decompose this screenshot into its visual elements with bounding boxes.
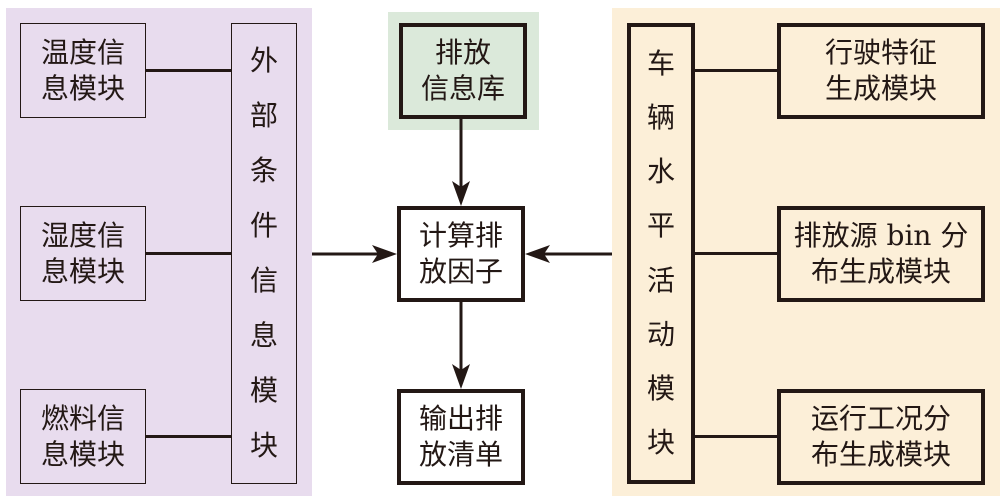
agg-right-char: 块 [646,425,675,459]
humidity-module-line1: 湿度信 [40,218,125,252]
connector-fuel [146,435,231,438]
humidity-module-line2: 息模块 [40,254,125,288]
external-conditions-info-module: 外 部 条 件 信 息 模 块 [231,23,297,484]
fuel-module-line1: 燃料信 [40,401,125,435]
connector-humidity [146,252,231,255]
connector-driving [695,69,777,72]
bin-line1: 排放源 bin 分 [793,219,969,252]
agg-right-char: 辆 [646,101,675,135]
agg-left-char: 信 [249,263,278,297]
agg-right-char: 活 [646,263,675,297]
emission-bin-distribution-module: 排放源 bin 分 布生成模块 [777,206,985,302]
agg-right-char: 水 [646,155,675,189]
agg-left-char: 息 [249,318,278,352]
humidity-info-module: 湿度信 息模块 [20,206,146,301]
driving-line2: 生成模块 [824,72,937,105]
opmode-line2: 布生成模块 [810,438,951,471]
agg-right-char: 平 [646,209,675,243]
calculate-emission-factor: 计算排 放因子 [397,206,525,302]
calc-line2: 放因子 [418,255,503,288]
operating-mode-distribution-module: 运行工况分 布生成模块 [777,389,985,485]
agg-left-char: 部 [249,99,278,133]
output-line2: 放清单 [418,438,503,471]
fuel-module-line2: 息模块 [40,437,125,471]
agg-right-char: 车 [646,47,675,81]
fuel-info-module: 燃料信 息模块 [20,389,146,484]
agg-left-char: 块 [249,428,278,462]
temperature-module-line2: 息模块 [40,71,125,105]
connector-opmode [695,435,777,438]
temperature-module-line1: 温度信 [40,35,125,69]
opmode-line1: 运行工况分 [810,402,951,435]
temperature-info-module: 温度信 息模块 [20,23,146,118]
bin-line2: 布生成模块 [810,255,951,288]
arrow-right-to-calc [525,245,612,263]
calc-line1: 计算排 [418,219,503,252]
arrow-left-to-calc [312,245,397,263]
database-line2: 信息库 [420,72,505,105]
arrow-database-to-calc [452,119,470,206]
driving-characteristics-module: 行驶特征 生成模块 [777,23,985,119]
agg-left-char: 模 [249,373,278,407]
agg-right-char: 模 [646,371,675,405]
vehicle-activity-module: 车 辆 水 平 活 动 模 块 [627,23,695,484]
emission-database-panel [388,12,539,130]
arrow-calc-to-output [452,302,470,389]
driving-line1: 行驶特征 [824,36,937,69]
database-line1: 排放 [434,36,491,69]
connector-bin [695,252,777,255]
output-line1: 输出排 [418,402,503,435]
connector-temperature [146,69,231,72]
agg-left-char: 条 [249,154,278,188]
agg-right-char: 动 [646,317,675,351]
agg-left-char: 件 [249,209,278,243]
agg-left-char: 外 [249,44,278,78]
output-emission-inventory: 输出排 放清单 [397,389,525,485]
emission-info-database: 排放 信息库 [399,23,527,119]
vehicle-activity-panel [612,8,1000,496]
